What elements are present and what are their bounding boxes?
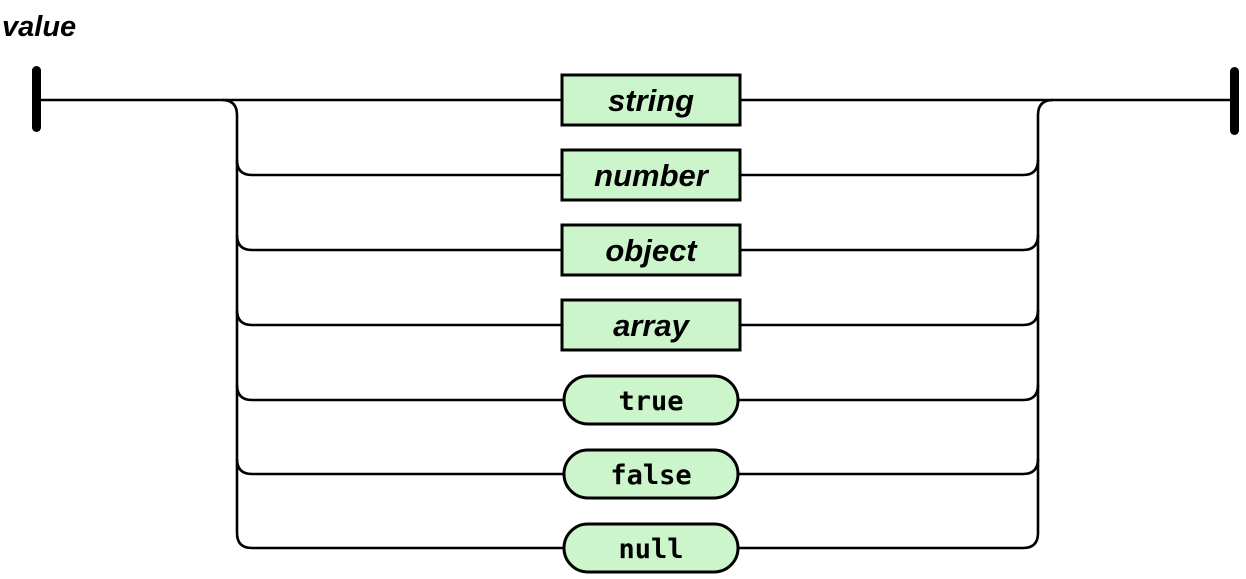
branch-wire <box>235 458 1040 476</box>
right-trunk-wire <box>1036 98 1054 533</box>
node-label-string: string <box>608 83 694 118</box>
node-label-number: number <box>594 158 710 193</box>
branch-false: false <box>235 448 1040 500</box>
branch-null: null <box>235 522 1040 574</box>
node-label-false: false <box>610 460 691 491</box>
branch-true: true <box>235 374 1040 426</box>
terminal-node-null <box>562 522 740 574</box>
nonterminal-node-string <box>560 73 742 127</box>
diagram-title: value <box>2 11 76 43</box>
node-label-object: object <box>605 233 698 268</box>
branch-wire <box>235 384 1040 402</box>
nonterminal-node-array <box>560 298 742 352</box>
terminal-node-true <box>562 374 740 426</box>
node-label-array: array <box>613 308 691 343</box>
node-label-null: null <box>618 534 683 565</box>
start-marker <box>32 66 41 132</box>
left-trunk-wire <box>221 98 239 533</box>
terminal-node-false <box>562 448 740 500</box>
branch-wire <box>235 532 1040 550</box>
branch-string: string <box>560 73 742 127</box>
branch-number: number <box>235 148 1040 202</box>
branch-wire <box>235 234 1040 252</box>
branch-array: array <box>235 298 1040 352</box>
end-marker <box>1230 67 1239 135</box>
nonterminal-node-number <box>560 148 742 202</box>
branch-wire <box>235 309 1040 327</box>
nonterminal-node-object <box>560 223 742 277</box>
node-label-true: true <box>618 386 683 417</box>
branch-wire <box>235 159 1040 177</box>
branch-object: object <box>235 223 1040 277</box>
